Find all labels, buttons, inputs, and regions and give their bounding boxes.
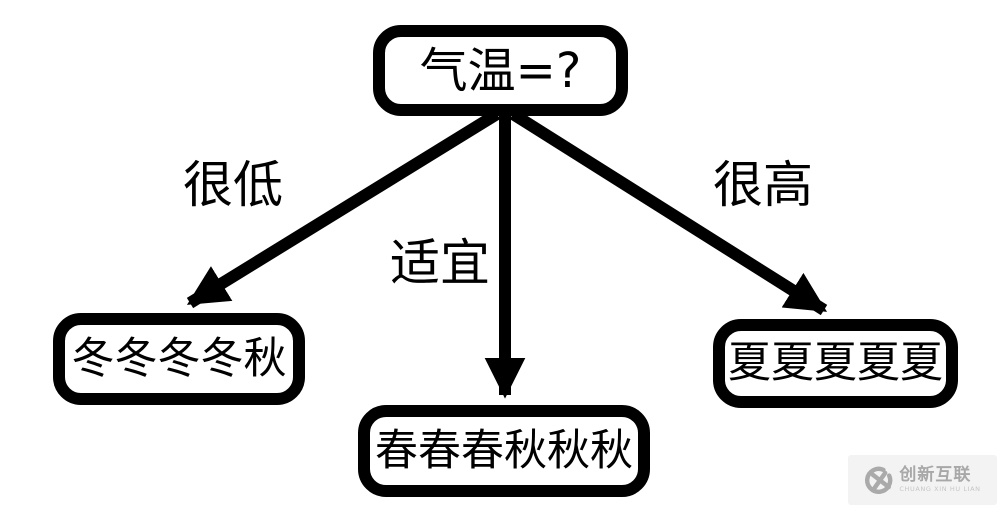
root-node-temperature: 气温=? [373,25,628,116]
leaf-node-winter-label: 冬冬冬冬秋 [71,333,287,384]
leaf-node-summer: 夏夏夏夏夏 [713,319,958,408]
edge-low-to-winter [186,108,501,309]
watermark-logo-icon [865,466,893,494]
watermark-text: 创新互联 CHUANG XIN HU LIAN [899,467,980,493]
leaf-node-winter: 冬冬冬冬秋 [53,313,305,405]
watermark-brand-name: 创新互联 [899,465,972,486]
watermark: 创新互联 CHUANG XIN HU LIAN [848,455,997,505]
branch-label-very-low: 很低 [183,156,283,214]
edge-high-to-summer [509,108,828,316]
leaf-node-summer-label: 夏夏夏夏夏 [728,338,943,388]
leaf-node-spring: 春春春秋秋秋 [358,405,650,497]
root-node-label: 气温=? [419,42,582,99]
leaf-node-spring-label: 春春春秋秋秋 [375,425,633,476]
branch-label-very-high: 很高 [713,156,813,214]
watermark-brand-subtitle: CHUANG XIN HU LIAN [899,485,981,494]
branch-label-suitable: 适宜 [390,234,490,292]
